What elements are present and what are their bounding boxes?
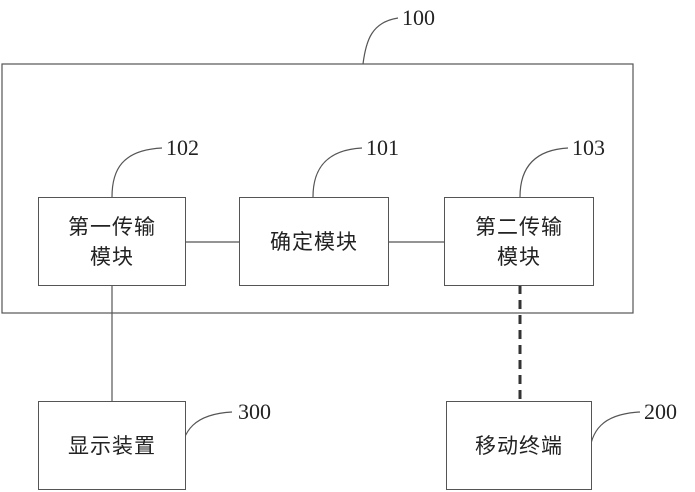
second-transmission-module: 第二传输 模块 bbox=[444, 197, 594, 286]
ref-103: 103 bbox=[572, 136, 605, 160]
ref-101: 101 bbox=[366, 136, 399, 160]
leader-100 bbox=[363, 18, 398, 64]
leader-101 bbox=[313, 148, 362, 197]
display-device-box: 显示装置 bbox=[38, 401, 186, 490]
display-device-label: 显示装置 bbox=[68, 431, 156, 461]
determination-label: 确定模块 bbox=[270, 227, 358, 257]
second-transmission-label-line2: 模块 bbox=[475, 242, 563, 272]
leader-103 bbox=[520, 148, 568, 197]
ref-200: 200 bbox=[644, 400, 677, 424]
leader-102 bbox=[112, 148, 162, 197]
ref-102: 102 bbox=[166, 136, 199, 160]
determination-module: 确定模块 bbox=[239, 197, 389, 286]
ref-100: 100 bbox=[402, 6, 435, 30]
leader-200 bbox=[589, 412, 640, 458]
leader-300 bbox=[180, 412, 232, 458]
mobile-terminal-box: 移动终端 bbox=[446, 401, 592, 490]
second-transmission-label-line1: 第二传输 bbox=[475, 212, 563, 242]
first-transmission-label-line2: 模块 bbox=[68, 242, 156, 272]
mobile-terminal-label: 移动终端 bbox=[475, 431, 563, 461]
first-transmission-label-line1: 第一传输 bbox=[68, 212, 156, 242]
first-transmission-module: 第一传输 模块 bbox=[38, 197, 186, 286]
ref-300: 300 bbox=[238, 400, 271, 424]
